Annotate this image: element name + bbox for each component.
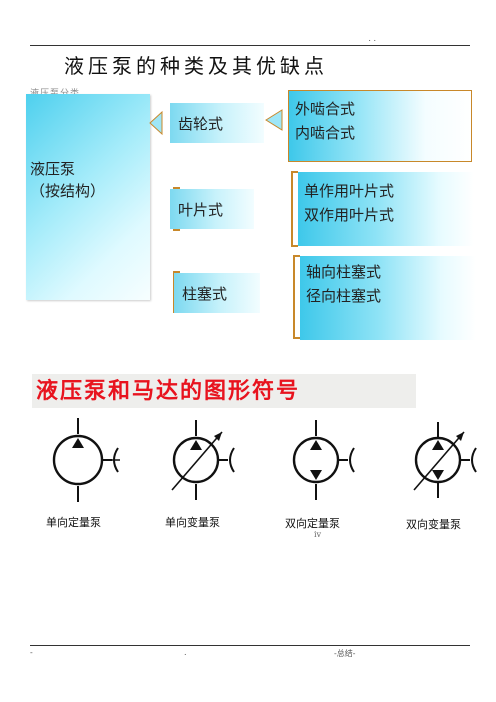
symbol-uni-variable-pump [171,420,235,500]
pump-symbols [52,418,477,502]
piston-children-box: 轴向柱塞式 径向柱塞式 [300,256,476,340]
symbol-bi-fixed-pump [292,420,355,500]
child-single-acting-vane: 单作用叶片式 [304,182,395,200]
header-dots: . . [368,34,376,43]
root-node-label: 液压泵 （按结构） [30,160,106,200]
symbol-uni-fixed-pump [52,418,120,502]
branch-gear: 齿轮式 [170,103,264,143]
caption-bi-variable: 双向变量泵 [406,518,461,531]
caption-uni-fixed: 单向定量泵 [46,516,101,529]
child-internal-gear: 内啮合式 [295,124,356,142]
symbols-heading: 液压泵和马达的图形符号 [36,378,301,404]
footer-left: - [30,648,33,657]
branch-piston: 柱塞式 [174,273,260,313]
stray-mark: ⅳ [314,530,322,539]
bracket-piston-children [293,255,300,339]
caption-uni-variable: 单向变量泵 [165,516,220,529]
header-rule [30,45,470,46]
root-node-pump-by-structure: 液压泵 （按结构） [26,94,150,300]
child-axial-piston: 轴向柱塞式 [306,263,382,281]
gear-children-box: 外啮合式 内啮合式 [288,90,472,162]
footer-rule [30,645,470,646]
arrow-to-gear [265,109,283,131]
footer-right: -总结- [334,649,356,658]
caption-bi-fixed: 双向定量泵 [285,517,340,530]
classification-connectors [149,109,300,339]
footer-center: . [184,648,187,657]
arrow-to-root [149,110,163,136]
child-radial-piston: 径向柱塞式 [306,287,382,305]
child-external-gear: 外啮合式 [295,100,356,118]
page-title: 液压泵的种类及其优缺点 [64,54,328,78]
branch-vane: 叶片式 [170,189,254,229]
child-double-acting-vane: 双作用叶片式 [304,206,395,224]
vane-children-box: 单作用叶片式 双作用叶片式 [298,172,474,246]
bracket-vane-children [291,171,298,247]
symbols-heading-box: 液压泵和马达的图形符号 [32,374,416,408]
symbol-bi-variable-pump [413,422,477,498]
